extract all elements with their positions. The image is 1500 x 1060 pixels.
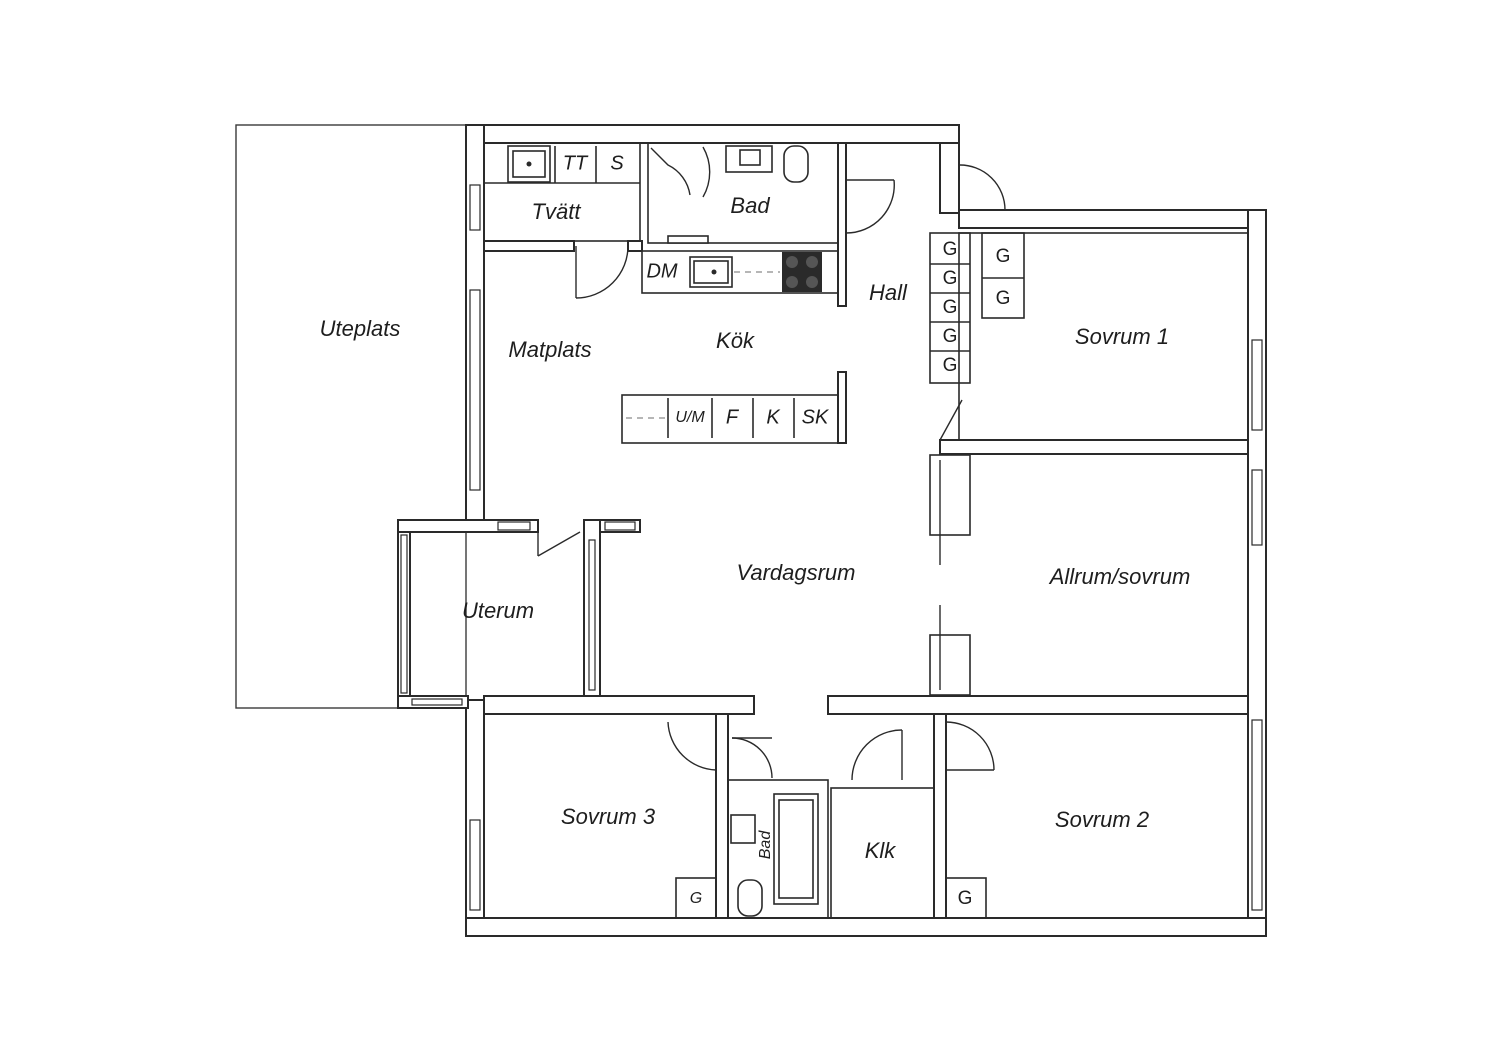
fixture-labels: TT S DM U/M F K SK G G G G G G G G G: [563, 152, 1011, 909]
wardrobe-g: G: [943, 268, 958, 289]
room-label-sovrum3: Sovrum 3: [561, 804, 656, 829]
room-label-uterum: Uterum: [462, 598, 534, 623]
fixture-label-dm: DM: [646, 260, 677, 282]
room-label-hall: Hall: [869, 280, 908, 305]
windows: [400, 184, 1263, 911]
wardrobe-g: G: [943, 297, 958, 318]
wardrobe-g: G: [943, 355, 958, 376]
fixture-label-tt: TT: [563, 152, 589, 174]
wardrobe-g: G: [996, 288, 1011, 309]
room-label-bad-top: Bad: [730, 193, 770, 218]
laundry-fixtures: [507, 145, 597, 183]
uteplats-area: [235, 124, 467, 709]
doors: [537, 164, 1006, 781]
bath-top-fixtures: [650, 145, 809, 244]
room-label-matplats: Matplats: [508, 337, 591, 362]
room-label-allrum: Allrum/sovrum: [1048, 564, 1191, 589]
fixture-label-um: U/M: [675, 409, 705, 426]
fixture-label-k: K: [766, 406, 781, 428]
room-label-vardagsrum: Vardagsrum: [736, 560, 855, 585]
wardrobe-g: G: [690, 890, 702, 907]
room-labels: Uteplats Tvätt Bad Hall Matplats Kök Sov…: [320, 193, 1191, 863]
fixture-label-sk: SK: [802, 406, 830, 428]
wardrobe-g: G: [996, 246, 1011, 267]
room-label-kok: Kök: [716, 328, 755, 353]
room-label-sovrum2: Sovrum 2: [1055, 807, 1149, 832]
kitchen-fixtures: [626, 252, 822, 438]
room-label-tvatt: Tvätt: [532, 199, 582, 224]
room-label-bad-bottom: Bad: [757, 830, 774, 860]
wardrobe-g: G: [943, 239, 958, 260]
room-label-uteplats: Uteplats: [320, 316, 401, 341]
fixture-label-f: F: [726, 406, 740, 428]
room-label-sovrum1: Sovrum 1: [1075, 324, 1169, 349]
room-label-klk: Klk: [865, 838, 897, 863]
wardrobe-g: G: [958, 888, 973, 909]
fixture-label-s: S: [610, 152, 624, 174]
wardrobe-g: G: [943, 326, 958, 347]
wardrobe-dividers: [930, 263, 1024, 352]
bath-bottom-fixtures: [730, 793, 819, 917]
